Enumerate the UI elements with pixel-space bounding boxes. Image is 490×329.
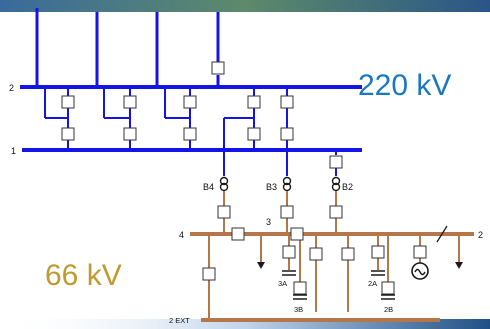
label-cap-3b: 3B	[294, 305, 303, 314]
label-cap-3a: 3A	[278, 279, 287, 288]
label-bus-66-2: 2	[478, 230, 483, 240]
label-cap-2a: 2A	[368, 279, 377, 288]
label-bus-220-2: 2	[9, 83, 14, 93]
load-arrows	[257, 262, 463, 269]
mv-breakers	[202, 205, 427, 295]
label-transformer-b2: B2	[342, 182, 353, 192]
disconnect-switch-icon	[436, 225, 448, 243]
label-bus-66-3: 3	[266, 217, 271, 227]
hv-section	[20, 8, 362, 176]
hv-breakers	[61, 61, 343, 169]
capacitor-banks	[282, 270, 395, 300]
label-bus-66-2ext: 2 EXT	[169, 316, 190, 325]
top-banner	[0, 0, 490, 12]
voltage-label-220kv: 220 kV	[358, 69, 451, 102]
bottom-band	[0, 319, 490, 329]
label-transformer-b4: B4	[203, 182, 214, 192]
generator-icon	[411, 262, 429, 280]
voltage-label-66kv: 66 kV	[45, 259, 122, 292]
label-cap-2b: 2B	[384, 305, 393, 314]
transformers	[219, 176, 341, 192]
label-bus-66-4: 4	[179, 230, 184, 240]
label-bus-220-1: 1	[11, 146, 16, 156]
mv-buses	[190, 232, 474, 322]
label-transformer-b3: B3	[266, 182, 277, 192]
